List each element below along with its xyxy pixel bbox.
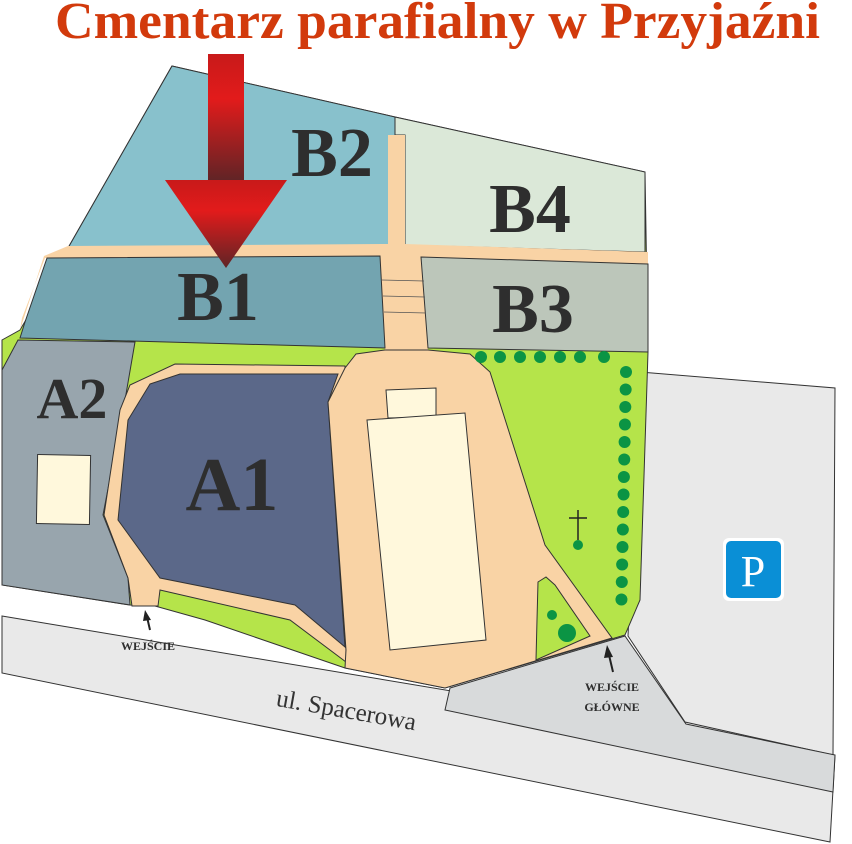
lawn-islet <box>535 576 591 661</box>
tree-icon <box>494 351 506 363</box>
section-b3[interactable] <box>420 256 649 353</box>
label-b4: B4 <box>489 171 571 248</box>
main-entrance-label-line2[interactable]: GŁÓWNE <box>584 700 639 714</box>
tree-icon <box>617 471 630 483</box>
tree-icon <box>615 593 628 606</box>
tree-icon <box>554 351 566 363</box>
label-a1: A1 <box>186 443 279 527</box>
tree-icon <box>619 383 632 396</box>
tree-icon <box>615 576 628 588</box>
side-entrance-arrow-icon <box>143 610 151 631</box>
tree-icon <box>618 436 631 448</box>
cross-icon <box>569 510 587 540</box>
parking-sign[interactable]: P <box>723 538 784 601</box>
tree-icon <box>547 610 557 620</box>
section-a1[interactable] <box>117 373 346 649</box>
tree-icon <box>475 351 487 363</box>
label-b3: B3 <box>492 271 574 348</box>
main-entrance-plaza <box>444 635 836 793</box>
tree-icon <box>574 351 586 363</box>
section-b1[interactable] <box>19 255 386 349</box>
tree-icon <box>616 541 629 553</box>
location-arrow-icon <box>165 54 287 268</box>
parking-icon <box>726 541 781 598</box>
tree-icon <box>618 453 631 466</box>
tree-icon <box>617 488 630 501</box>
label-a2: A2 <box>37 366 108 431</box>
page-title: Cmentarz parafialny w Przyjaźni <box>55 0 820 50</box>
main-entrance-arrow-icon <box>604 645 614 673</box>
tree-icon <box>598 351 610 363</box>
church <box>366 412 487 651</box>
tree-icon <box>620 366 632 378</box>
tree-icon <box>514 351 526 363</box>
label-b2: B2 <box>291 115 373 192</box>
tree-icon <box>619 401 632 413</box>
a2-building <box>35 454 92 525</box>
label-b1: B1 <box>177 259 259 336</box>
tree-icon <box>616 523 629 536</box>
main-entrance-label-line1[interactable]: WEJŚCIE <box>585 680 639 694</box>
stairs <box>381 279 427 314</box>
tree-icon <box>616 558 629 571</box>
parking-label: P <box>741 547 765 596</box>
tree-icon <box>558 624 576 642</box>
tree-icon <box>534 351 546 363</box>
tree-icon <box>617 506 630 518</box>
tree-icon <box>618 418 631 431</box>
side-entrance-label[interactable]: WEJŚCIE <box>121 639 175 653</box>
church-tower <box>385 387 437 419</box>
tree-icon <box>573 540 583 550</box>
tree-row <box>475 351 632 642</box>
